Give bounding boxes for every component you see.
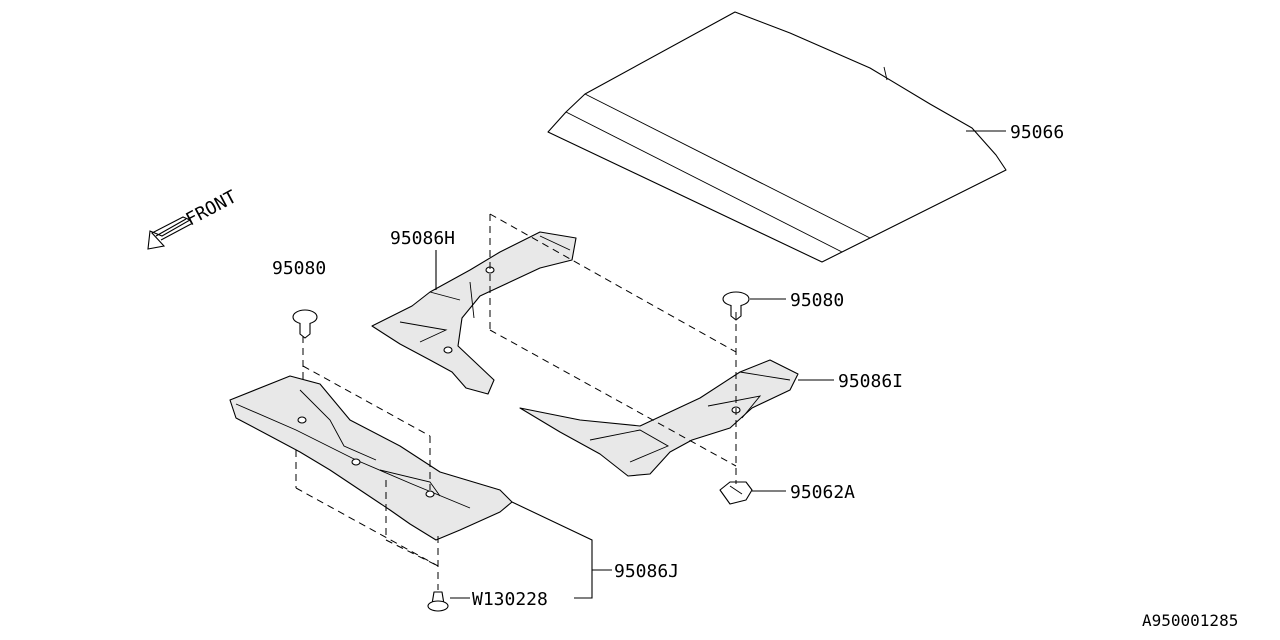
callout-95086I: 95086I — [838, 371, 903, 392]
trim-95086J — [229, 375, 513, 541]
callout-W130228: W130228 — [472, 589, 548, 610]
callout-labels: 95066 95086H 95080 95080 95086I 95062A 9… — [272, 122, 1064, 610]
front-direction-arrow: FRONT — [147, 186, 240, 250]
callout-95080-left: 95080 — [272, 258, 326, 279]
leader-lines — [435, 130, 1006, 599]
callout-95086J: 95086J — [614, 561, 679, 582]
clip-W130228 — [427, 591, 449, 612]
trim-95086I — [519, 359, 799, 477]
callout-95062A: 95062A — [790, 482, 855, 503]
callout-95080-right: 95080 — [790, 290, 844, 311]
drawing-reference-id: A950001285 — [1142, 611, 1238, 630]
callout-95066: 95066 — [1010, 122, 1064, 143]
assembly-guide-lines — [295, 213, 737, 590]
callout-95086H: 95086H — [390, 228, 455, 249]
clip-95080-left — [292, 309, 318, 339]
trim-95086H — [371, 231, 577, 395]
clip-95062A — [719, 481, 753, 505]
panel-95066 — [547, 11, 1007, 263]
front-label: FRONT — [182, 186, 240, 230]
